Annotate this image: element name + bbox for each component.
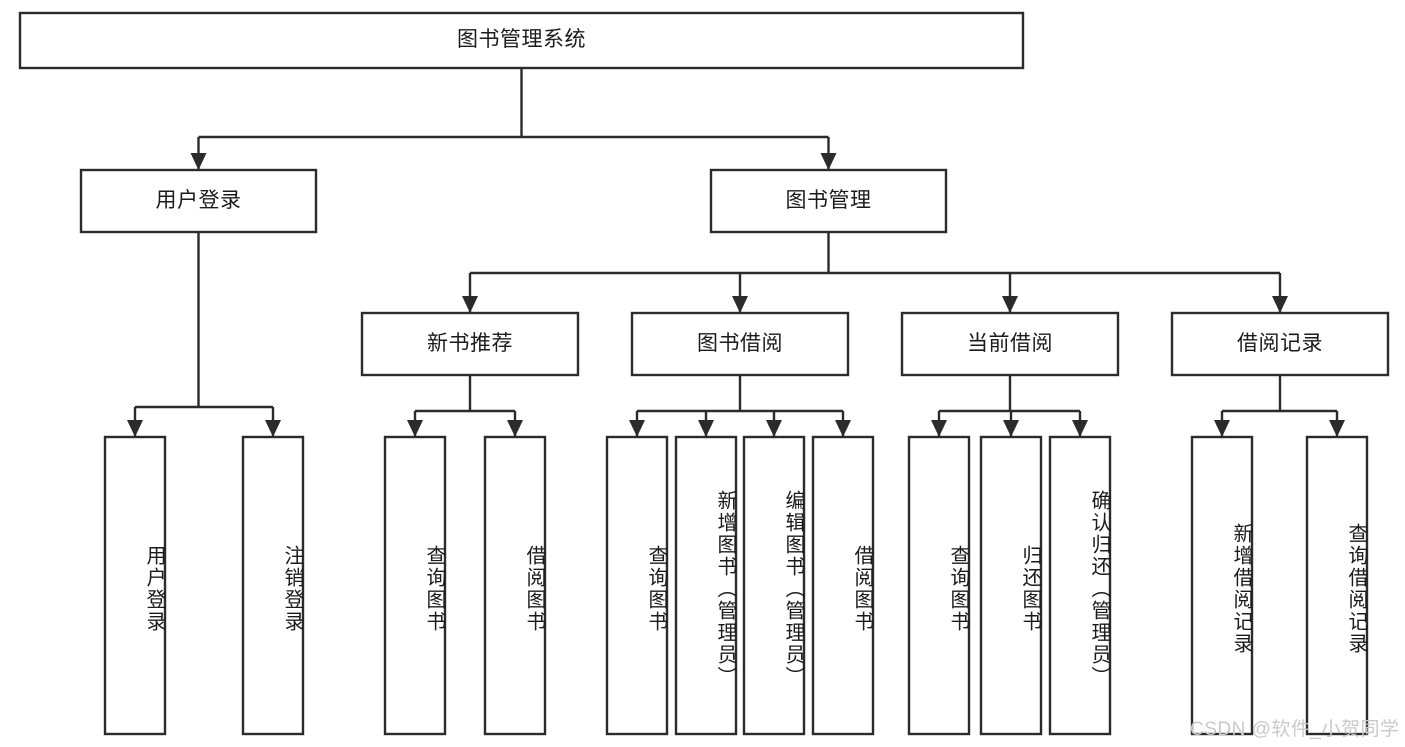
nodes-layer <box>18 11 1390 736</box>
node-box-l3[interactable] <box>383 435 447 736</box>
node-box-borrow[interactable] <box>630 311 850 377</box>
node-box-l1[interactable] <box>103 435 167 736</box>
arrow-head <box>1214 420 1230 437</box>
node-box-l10[interactable] <box>979 435 1043 736</box>
node-box-l4[interactable] <box>483 435 547 736</box>
node-box-l11[interactable] <box>1048 435 1112 736</box>
arrow-head <box>265 420 281 437</box>
node-box-current[interactable] <box>900 311 1120 377</box>
arrow-head <box>1072 420 1088 437</box>
node-box-l2[interactable] <box>241 435 305 736</box>
arrow-head <box>835 420 851 437</box>
node-box-l7[interactable] <box>742 435 806 736</box>
arrow-head <box>820 153 837 170</box>
arrow-head <box>462 296 478 313</box>
node-box-l12[interactable] <box>1190 435 1254 736</box>
arrow-head <box>732 296 748 313</box>
arrow-head <box>190 153 207 170</box>
arrow-head <box>127 420 143 437</box>
arrow-head <box>766 420 782 437</box>
node-box-l6[interactable] <box>674 435 738 736</box>
node-box-login[interactable] <box>79 168 318 234</box>
arrow-head <box>1002 296 1018 313</box>
watermark: CSDN @软件_小贺同学 <box>1190 719 1400 740</box>
node-box-l5[interactable] <box>605 435 669 736</box>
node-box-records[interactable] <box>1170 311 1390 377</box>
arrow-head <box>931 420 947 437</box>
arrow-head <box>1003 420 1019 437</box>
arrow-head <box>1329 420 1345 437</box>
arrow-head <box>507 420 523 437</box>
arrow-head <box>407 420 423 437</box>
node-box-root[interactable] <box>18 11 1025 70</box>
arrow-head <box>1272 296 1288 313</box>
node-box-l13[interactable] <box>1305 435 1369 736</box>
node-box-l8[interactable] <box>811 435 875 736</box>
arrow-head <box>698 420 714 437</box>
edges-layer <box>127 68 1345 437</box>
node-box-newbook[interactable] <box>360 311 580 377</box>
node-box-bookmgmt[interactable] <box>709 168 948 234</box>
node-box-l9[interactable] <box>907 435 971 736</box>
arrow-head <box>629 420 645 437</box>
